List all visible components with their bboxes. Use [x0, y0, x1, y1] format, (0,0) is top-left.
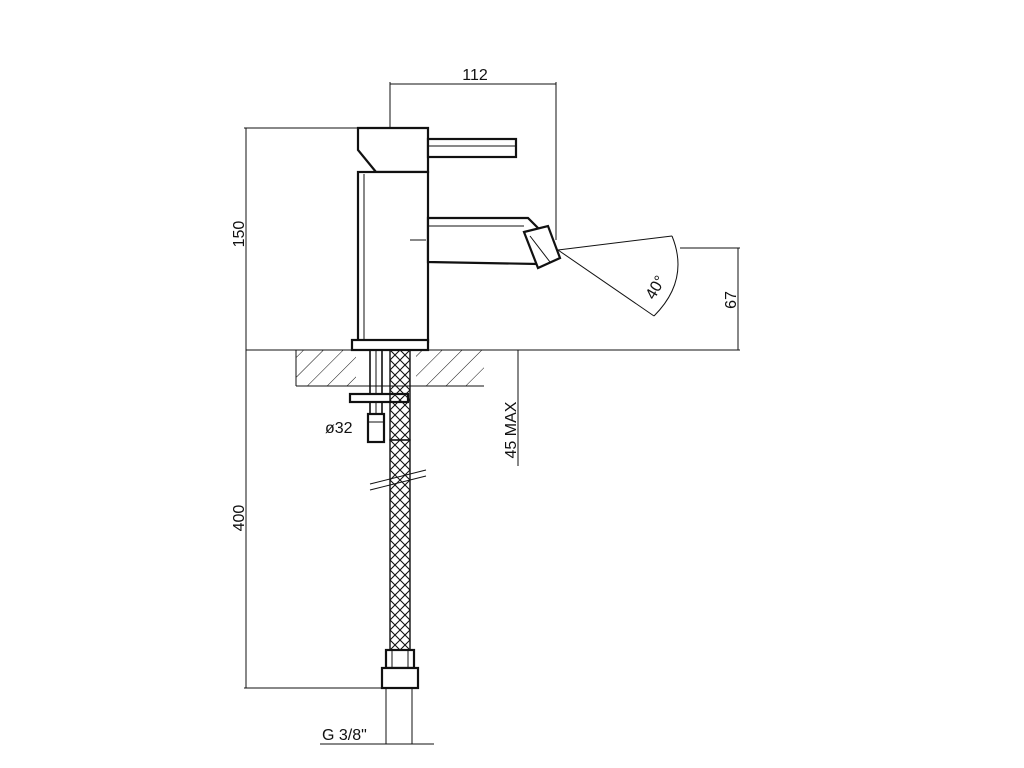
hose-break-mark-1	[369, 469, 427, 485]
hose-braid	[389, 439, 411, 651]
nozzle-line	[529, 235, 551, 263]
faucet-body	[350, 126, 562, 352]
spray-lower-line	[557, 249, 655, 317]
hose-connector-nut	[380, 666, 420, 690]
base-flange	[350, 338, 430, 352]
dim-150-label: 150	[231, 221, 248, 248]
handle-cap	[356, 126, 430, 174]
spray-upper-line	[557, 235, 673, 251]
dim-400: 400	[231, 350, 386, 689]
dim-112-label: 112	[462, 67, 488, 84]
dim-67-label: 67	[723, 291, 740, 309]
thread-label: G 3/8"	[322, 727, 367, 744]
mounting-assembly	[348, 349, 411, 444]
spray-arc	[653, 235, 679, 317]
body-cylinder	[356, 170, 430, 344]
dim-45-label: 45 MAX	[503, 401, 520, 458]
dim-67: 67	[680, 247, 740, 350]
spray-angle-label: 40°	[643, 273, 670, 302]
hose-upper	[389, 349, 411, 441]
dim-45-max: 45 MAX	[416, 349, 522, 466]
hose-break-mark-2	[369, 475, 427, 491]
nozzle-head	[522, 224, 562, 270]
dim-400-label: 400	[231, 505, 248, 532]
lever-handle	[426, 137, 518, 159]
dim-thread: G 3/8"	[320, 727, 434, 745]
flexible-hose	[369, 439, 427, 744]
dim-diameter-label: ø32	[325, 420, 353, 437]
spray-cone: 40°	[557, 235, 679, 317]
dim-112: 112	[389, 67, 557, 240]
hose-ferrule	[384, 648, 416, 670]
dim-150: 150	[231, 127, 358, 350]
fixing-nut	[366, 412, 386, 444]
